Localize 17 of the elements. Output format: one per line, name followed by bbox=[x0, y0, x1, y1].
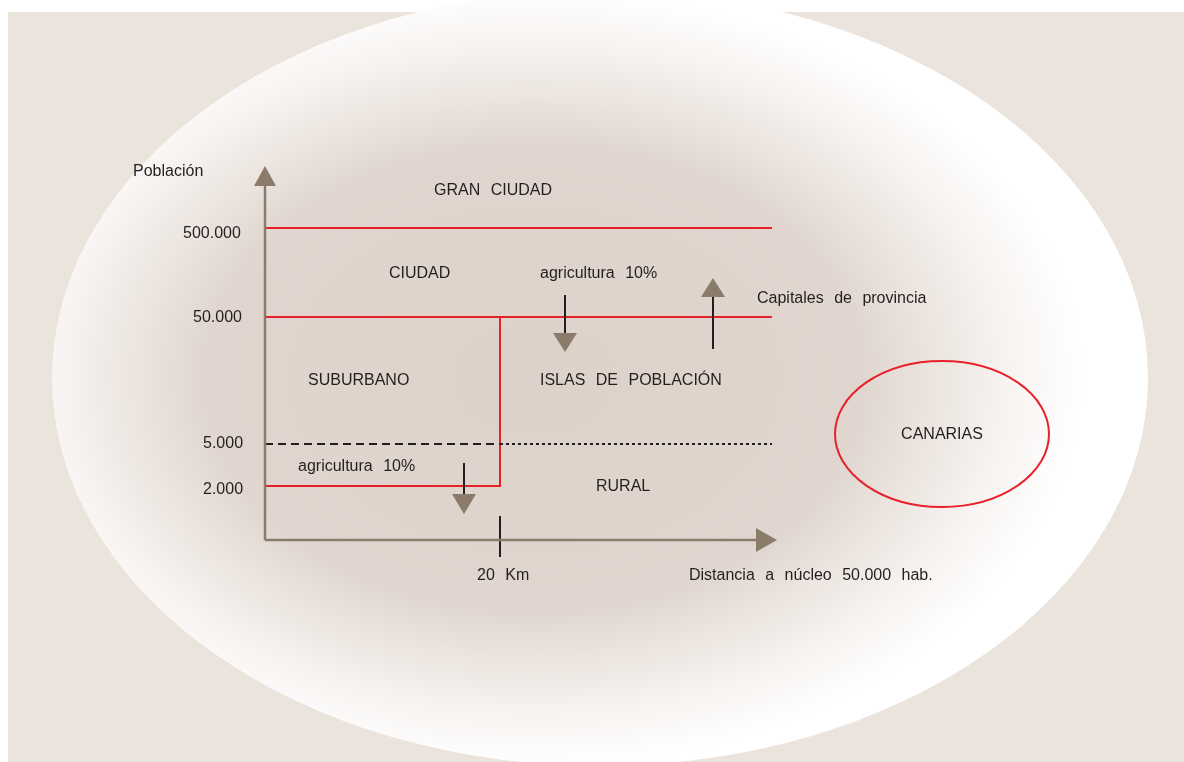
region-label: CANARIAS bbox=[900, 425, 984, 443]
region-label: CIUDAD bbox=[389, 264, 451, 282]
region-label: RURAL bbox=[596, 477, 651, 495]
tick-label: 2.000 bbox=[203, 480, 244, 498]
axis-title: Población bbox=[133, 162, 204, 180]
note-label: Capitales de provincia bbox=[757, 289, 927, 307]
tick-label: 5.000 bbox=[203, 434, 244, 452]
note-label: agricultura 10% bbox=[540, 264, 658, 282]
axis-title: Distancia a núcleo 50.000 hab. bbox=[689, 566, 933, 584]
tick-label: 50.000 bbox=[193, 308, 242, 326]
tick-label: 20 Km bbox=[477, 566, 530, 584]
region-label: SUBURBANO bbox=[308, 371, 410, 389]
tick-label: 500.000 bbox=[183, 224, 241, 242]
note-label: agricultura 10% bbox=[298, 457, 416, 475]
region-label: ISLAS DE POBLACIÓN bbox=[540, 371, 722, 389]
region-ellipse bbox=[834, 360, 1050, 508]
region-label: GRAN CIUDAD bbox=[434, 181, 552, 199]
